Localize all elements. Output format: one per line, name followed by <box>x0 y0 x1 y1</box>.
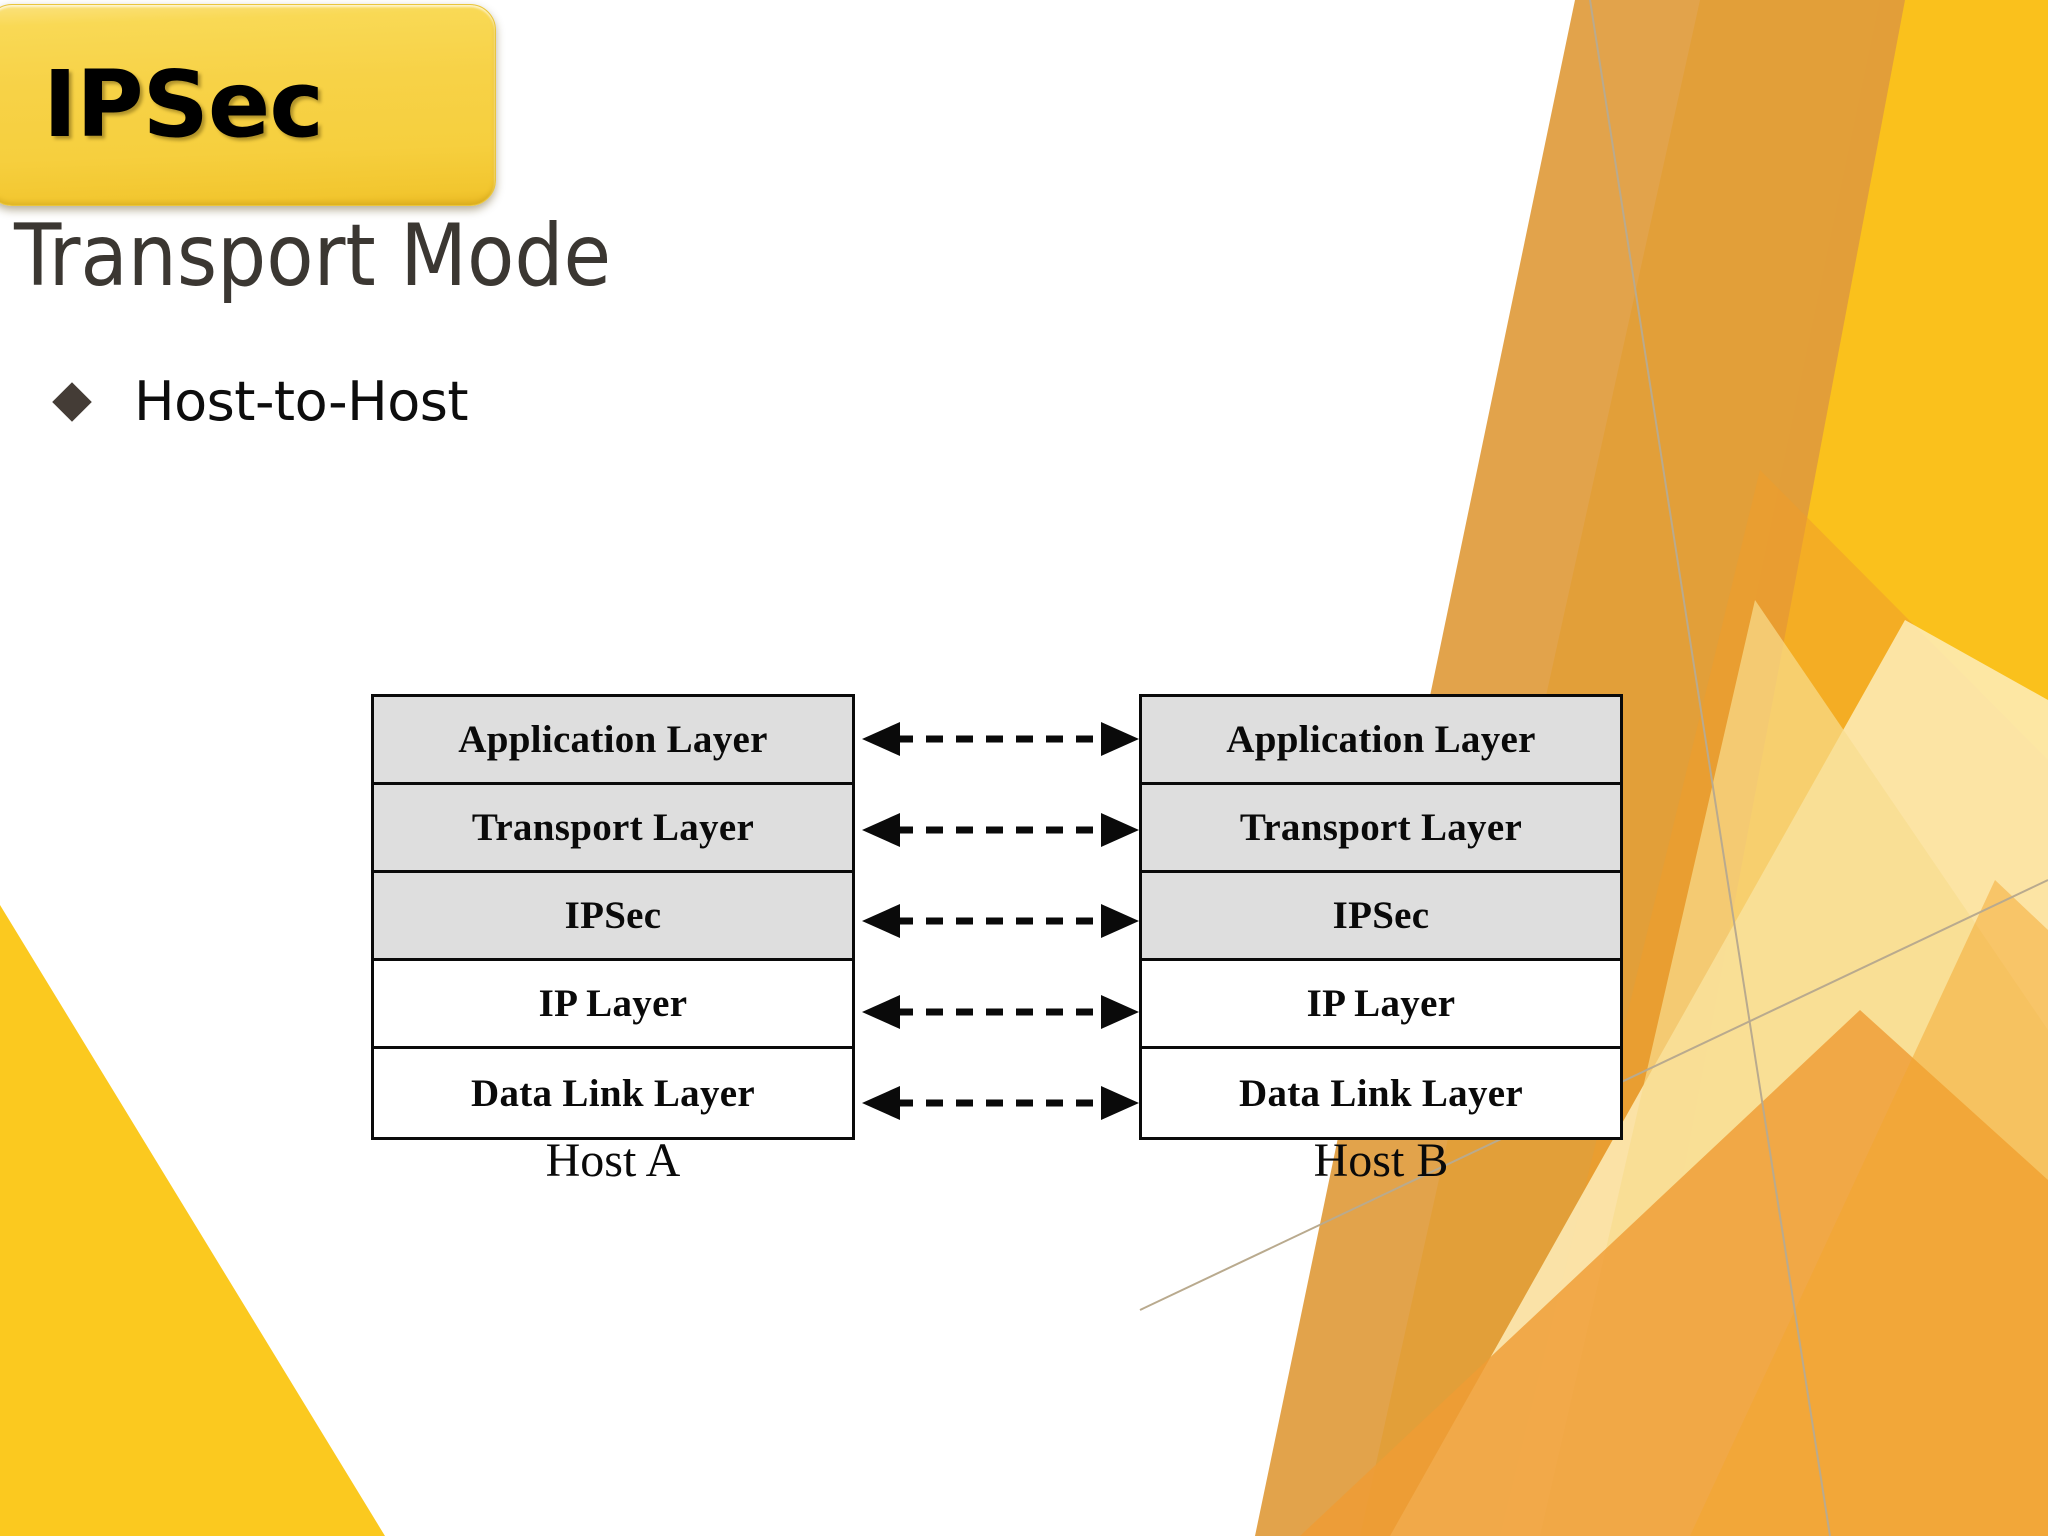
host-a-layer-transport: Transport Layer <box>374 785 852 873</box>
connector-transport-layer <box>862 813 1139 847</box>
layer-label: Application Layer <box>458 718 768 761</box>
host-b-caption: Host B <box>1313 1134 1449 1187</box>
host-b-layer-ip: IP Layer <box>1142 961 1620 1049</box>
host-b-layer-transport: Transport Layer <box>1142 785 1620 873</box>
layer-label: IP Layer <box>1306 982 1456 1025</box>
host-b-layer-datalink: Data Link Layer <box>1142 1049 1620 1137</box>
layer-label: IPSec <box>1332 894 1430 937</box>
layer-label: Transport Layer <box>1239 806 1523 849</box>
connector-application-layer <box>862 722 1139 756</box>
connector-ipsec-layer <box>862 904 1139 938</box>
host-a-layer-ipsec: IPSec <box>374 873 852 961</box>
layer-label: Data Link Layer <box>1238 1071 1523 1115</box>
layer-label: IPSec <box>564 894 662 937</box>
host-a-layer-application: Application Layer <box>374 697 852 785</box>
layer-label: Application Layer <box>1226 718 1536 761</box>
host-a-caption: Host A <box>545 1134 681 1187</box>
host-a-layer-stack: Application Layer Transport Layer IPSec … <box>371 694 855 1140</box>
layer-label: IP Layer <box>538 982 688 1025</box>
page-title: Transport Mode <box>14 206 612 306</box>
bullet-item-label: Host-to-Host <box>134 370 469 433</box>
host-b-layer-application: Application Layer <box>1142 697 1620 785</box>
host-a-layer-ip: IP Layer <box>374 961 852 1049</box>
host-b-layer-stack: Application Layer Transport Layer IPSec … <box>1139 694 1623 1140</box>
connector-datalink-layer <box>862 1086 1139 1120</box>
connector-ip-layer <box>862 995 1139 1029</box>
host-b-layer-ipsec: IPSec <box>1142 873 1620 961</box>
layer-label: Data Link Layer <box>470 1071 755 1115</box>
ipsec-badge-label: IPSec <box>43 51 324 158</box>
host-a-layer-datalink: Data Link Layer <box>374 1049 852 1137</box>
ipsec-badge: IPSec <box>0 4 496 206</box>
layer-label: Transport Layer <box>471 806 755 849</box>
bullet-list-item: Host-to-Host <box>52 370 469 433</box>
